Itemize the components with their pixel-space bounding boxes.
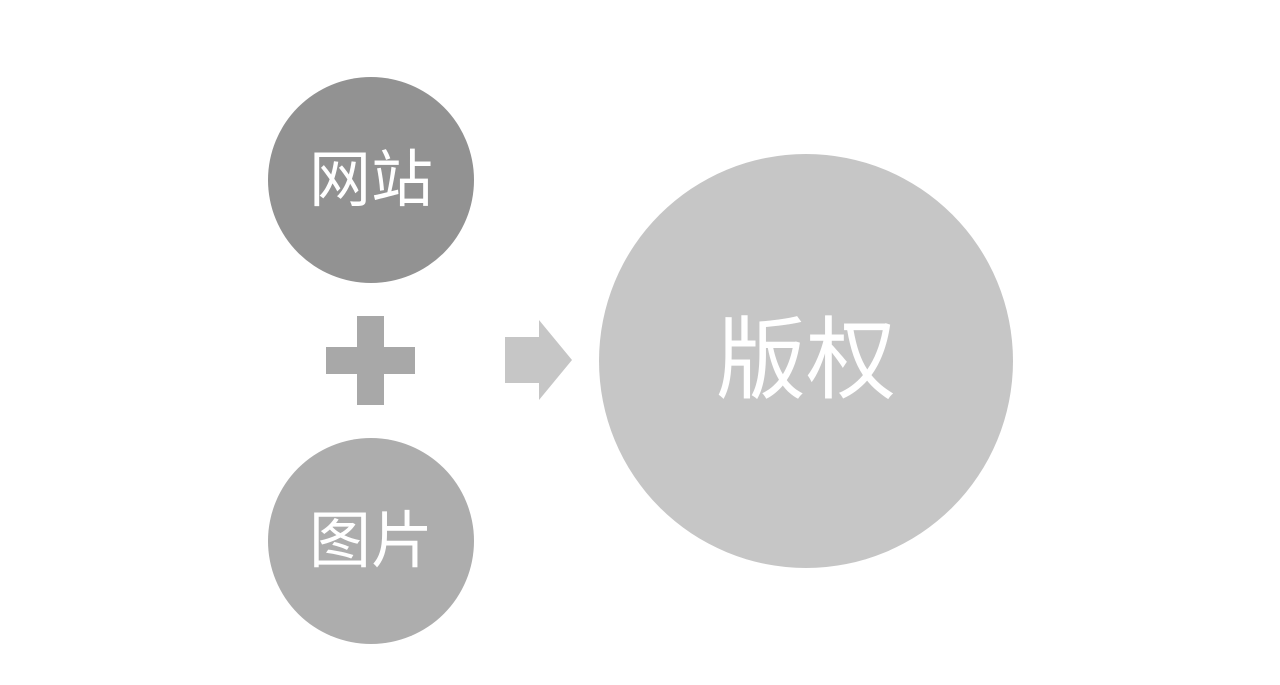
website-circle: 网站 xyxy=(268,77,474,283)
copyright-label: 版权 xyxy=(716,308,896,413)
plus-icon xyxy=(326,316,415,405)
image-circle: 图片 xyxy=(268,438,474,644)
image-label: 图片 xyxy=(308,504,433,577)
website-label: 网站 xyxy=(308,143,433,216)
copyright-circle: 版权 xyxy=(599,154,1013,568)
right-arrow-icon xyxy=(505,320,572,400)
arrow-shape xyxy=(505,320,572,400)
plus-shape xyxy=(326,316,415,405)
